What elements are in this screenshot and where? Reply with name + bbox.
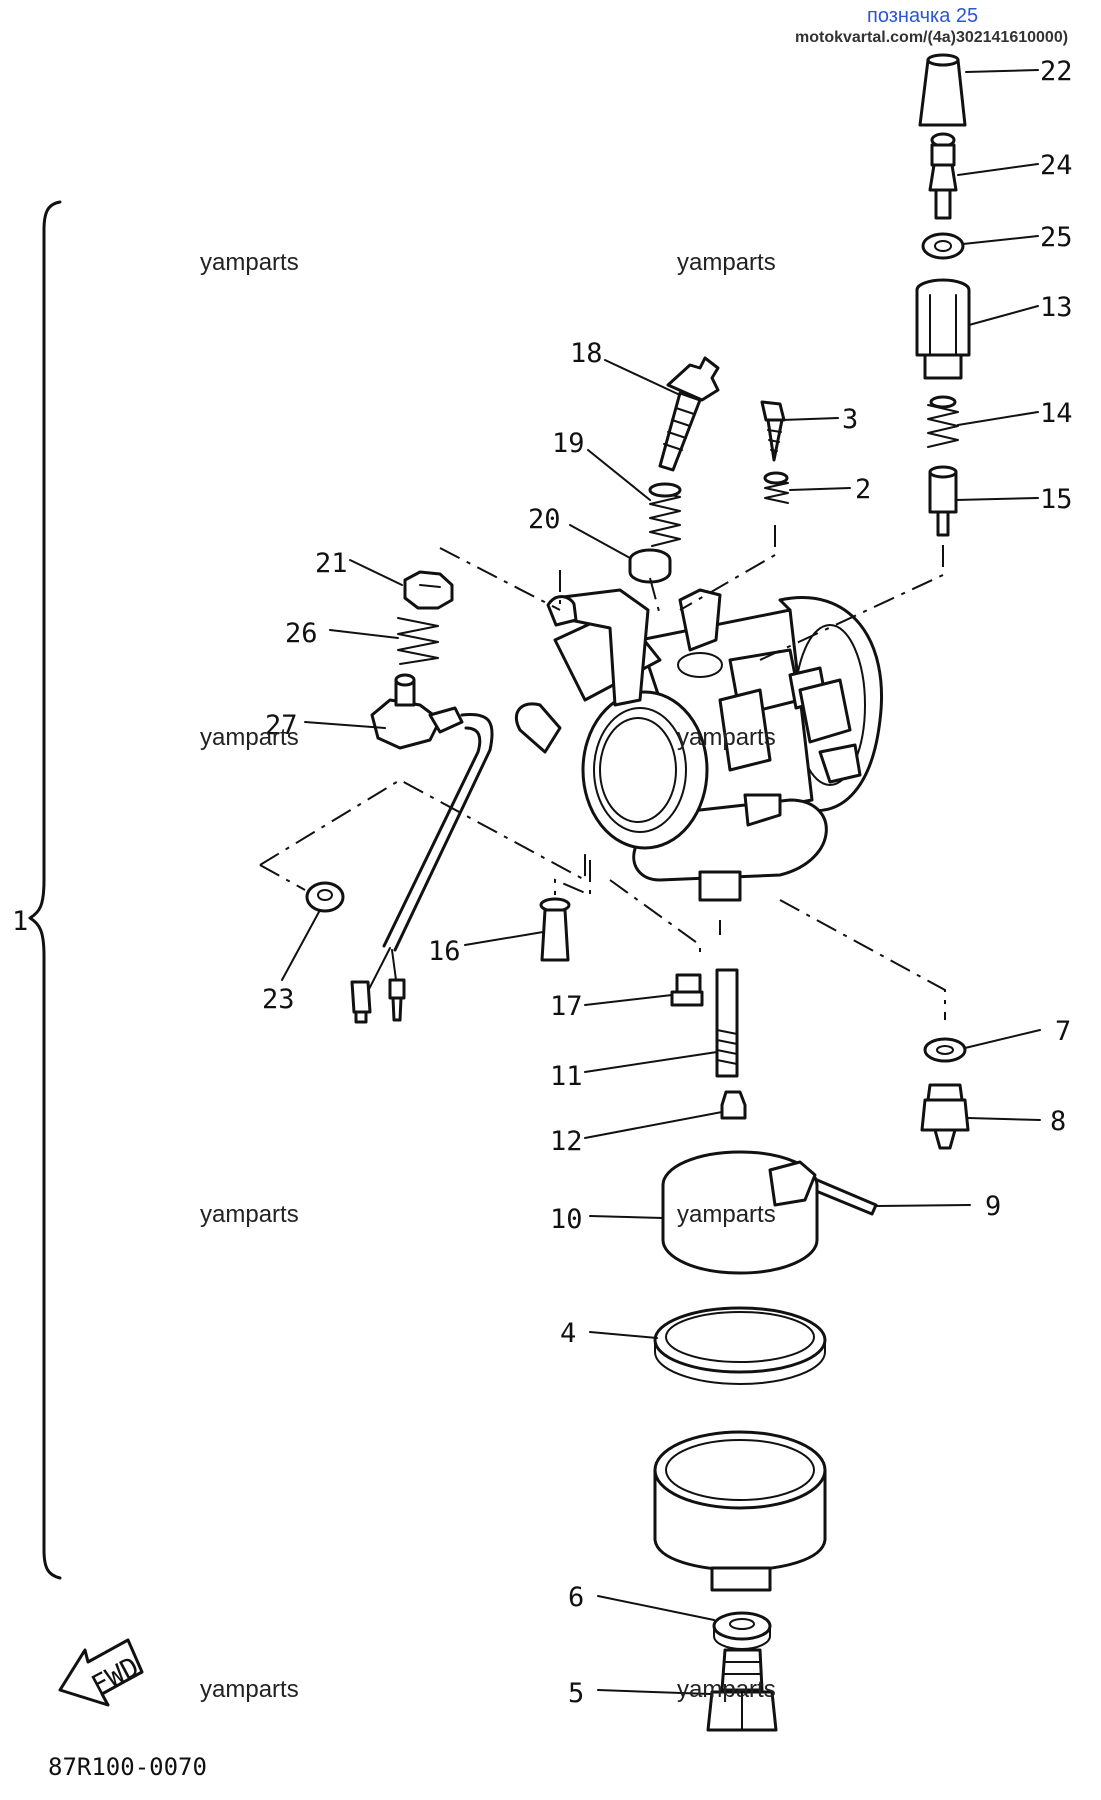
callout-17: 17 — [550, 991, 583, 1022]
callout-16: 16 — [428, 936, 461, 967]
spring-19 — [648, 482, 682, 547]
group-label: 1 — [12, 906, 28, 937]
main-jet-12 — [720, 1090, 747, 1120]
valve-8 — [920, 1083, 970, 1150]
washer-20 — [628, 548, 672, 584]
callout-23: 23 — [262, 984, 295, 1015]
plunger-15 — [928, 465, 958, 537]
carburetor-body — [514, 588, 883, 902]
spring-2 — [763, 471, 789, 504]
callout-24: 24 — [1040, 150, 1073, 181]
fwd-arrow-icon: FWD — [58, 1638, 144, 1707]
callout-7: 7 — [1055, 1016, 1071, 1047]
watermark-text: yamparts — [677, 1676, 776, 1703]
washer-7 — [923, 1037, 967, 1063]
watermark-text: yamparts — [200, 1201, 299, 1228]
callout-20: 20 — [528, 504, 561, 535]
callout-10: 10 — [550, 1204, 583, 1235]
callout-2: 2 — [855, 474, 871, 505]
diagram-code: 87R100-0070 — [48, 1753, 207, 1781]
callout-11: 11 — [550, 1061, 583, 1092]
callout-27: 27 — [265, 710, 298, 741]
callout-5: 5 — [568, 1678, 584, 1709]
washer-23 — [305, 881, 345, 913]
cap-21 — [403, 570, 454, 610]
callout-4: 4 — [560, 1318, 576, 1349]
callout-labels: 22 24 25 13 14 15 18 3 19 2 20 21 26 27 … — [262, 56, 1073, 1709]
leader-lines — [281, 69, 1041, 1695]
callout-14: 14 — [1040, 398, 1073, 429]
spring-14 — [927, 395, 959, 448]
watermark-text: yamparts — [677, 249, 776, 276]
watermark-text: yamparts — [200, 249, 299, 276]
callout-26: 26 — [285, 618, 318, 649]
needle-jet-11 — [715, 968, 739, 1078]
screw-18 — [658, 356, 720, 472]
watermark-text: yamparts — [200, 1676, 299, 1703]
nozzle-16 — [539, 897, 571, 962]
callout-21: 21 — [315, 548, 348, 579]
callout-6: 6 — [568, 1582, 584, 1613]
callout-3: 3 — [842, 404, 858, 435]
drain-screw-5 — [706, 1648, 778, 1732]
watermark-text: yamparts — [200, 724, 299, 751]
watermark-text: yamparts — [677, 1201, 776, 1228]
nut-13 — [915, 278, 971, 380]
watermark-text: yamparts — [677, 724, 776, 751]
callout-22: 22 — [1040, 56, 1073, 87]
washer-6 — [712, 1611, 772, 1650]
header-source: motokvartal.com/(4a)302141610000) — [795, 29, 1068, 46]
callout-18: 18 — [570, 338, 603, 369]
float-bowl — [653, 1430, 827, 1592]
guide-lines — [259, 525, 946, 1020]
connector-left — [350, 980, 372, 1024]
callout-19: 19 — [552, 428, 585, 459]
spring-26 — [397, 617, 439, 665]
screw-3 — [760, 400, 786, 462]
plunger-24 — [928, 132, 958, 220]
switch-27 — [365, 673, 494, 996]
gasket-4 — [653, 1306, 827, 1385]
nut-25 — [921, 232, 965, 260]
assembly-brace — [28, 200, 62, 1580]
callout-13: 13 — [1040, 292, 1073, 323]
callout-8: 8 — [1050, 1106, 1066, 1137]
watermarks: yamparts yamparts yamparts yamparts yamp… — [200, 249, 776, 1703]
header-title: позначка 25 — [867, 5, 978, 27]
connector-right — [388, 978, 406, 1022]
callout-25: 25 — [1040, 222, 1073, 253]
screw-17 — [670, 973, 704, 1007]
cap-22 — [918, 53, 967, 127]
callout-9: 9 — [985, 1191, 1001, 1222]
callout-15: 15 — [1040, 484, 1073, 515]
float-10 — [661, 1150, 819, 1275]
callout-12: 12 — [550, 1126, 583, 1157]
